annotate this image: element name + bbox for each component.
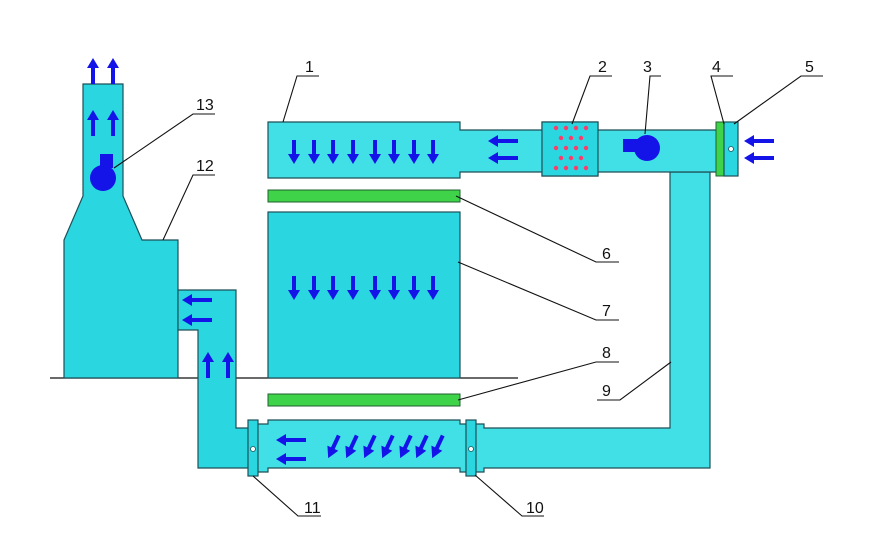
heater-dots <box>553 125 589 171</box>
damper-10-pivot <box>468 446 474 452</box>
label-2: 2 <box>598 59 607 76</box>
supply-fan-icon <box>623 135 660 161</box>
label-8: 8 <box>602 345 611 362</box>
label-10: 10 <box>526 500 544 517</box>
label-1: 1 <box>305 59 314 76</box>
intake-filter <box>715 121 725 177</box>
intake-arrows <box>744 135 774 164</box>
label-5: 5 <box>805 59 814 76</box>
exhaust-fan-icon <box>90 154 116 191</box>
label-9: 9 <box>602 383 611 400</box>
label-12: 12 <box>196 158 214 175</box>
label-6: 6 <box>602 246 611 263</box>
label-3: 3 <box>643 59 652 76</box>
heater-box <box>541 121 599 177</box>
filter-plate-8 <box>267 393 461 407</box>
damper-11-pivot <box>250 446 256 452</box>
filter-plate-6 <box>267 189 461 203</box>
label-7: 7 <box>602 303 611 320</box>
label-11: 11 <box>304 500 321 517</box>
label-13: 13 <box>196 97 214 114</box>
exhaust-stack <box>63 83 179 379</box>
intake-damper-pivot <box>728 146 734 152</box>
leader-lines <box>113 75 823 517</box>
exhaust-up-arrows <box>87 58 119 84</box>
label-4: 4 <box>712 59 721 76</box>
drying-chamber <box>267 211 461 379</box>
